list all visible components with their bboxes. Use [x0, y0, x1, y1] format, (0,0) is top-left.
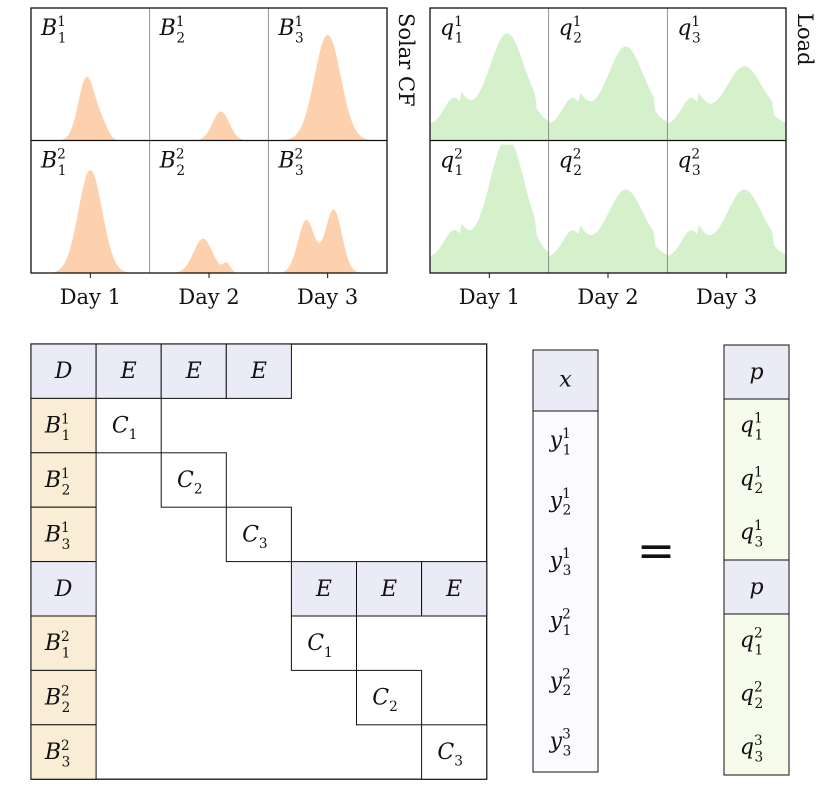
matrix-cell-label: E [185, 359, 202, 384]
equals-sign: = [637, 523, 676, 577]
load_panel-side-label: Load [793, 13, 817, 66]
vector-x-body [532, 410, 599, 773]
equals-glyph: = [637, 523, 676, 577]
solar_panel-day-label: Day 3 [297, 285, 358, 309]
matrix-cell-b [30, 669, 97, 726]
solar_panel-side-label: Solar CF [394, 13, 418, 107]
matrix-cell-b [30, 724, 97, 780]
matrix-cell-label: C2 [372, 686, 398, 716]
matrix-cell-c [356, 669, 423, 726]
rhs-header-cell [723, 344, 790, 400]
matrix-cell-header [356, 561, 423, 617]
matrix-cell-label: D [54, 359, 73, 384]
load_panel-day-label: Day 3 [696, 285, 757, 309]
matrix-cell-label: C3 [242, 522, 268, 552]
rhs-header-label: p [749, 575, 763, 600]
matrix-cell-label: C1 [112, 414, 138, 444]
load_panel-profile-1-3 [667, 66, 786, 141]
solar_panel-day-label: Day 2 [178, 285, 239, 309]
solar_panel-profile-2-1 [31, 169, 150, 273]
matrix-cell-header [225, 343, 292, 399]
matrix-cell-header [290, 561, 357, 617]
rhs-body-cell [723, 398, 790, 561]
solar_panel-day-label: Day 1 [60, 285, 121, 309]
matrix-cell-b [30, 397, 97, 454]
rhs-header-cell [723, 559, 790, 615]
matrix-cell-label: C2 [177, 468, 203, 498]
matrix-cell-b [30, 506, 97, 563]
matrix-cell-c [421, 724, 488, 780]
load_panel-day-label: Day 2 [577, 285, 638, 309]
matrix-cell-b [30, 615, 97, 671]
matrix-cell-label: C3 [437, 740, 463, 770]
matrix-cell-label: C1 [307, 631, 333, 661]
matrix-cell-label: D [54, 577, 73, 602]
rhs-body-cell [723, 613, 790, 776]
load_panel-profile-2-3 [667, 189, 786, 273]
matrix-cell-header [30, 561, 97, 617]
solar_panel-profile-1-3 [268, 34, 387, 141]
load_panel-profile-1-2 [548, 46, 668, 141]
load_panel-day-label: Day 1 [459, 285, 520, 309]
matrix-cell-label: E [380, 577, 397, 602]
load_panel-profile-2-1 [430, 144, 549, 273]
solar_panel-profile-2-3 [268, 209, 387, 273]
matrix-cell-label: E [315, 577, 332, 602]
rhs-header-label: p [749, 360, 763, 385]
matrix-cell-label: E [250, 359, 267, 384]
matrix-cell-c [160, 452, 227, 508]
solar_panel-profile-1-1 [31, 76, 150, 141]
solar_panel-profile-1-2 [149, 111, 269, 141]
matrix-cell-header [421, 561, 488, 617]
matrix-cell-c [290, 615, 357, 671]
solar_panel-profile-2-2 [149, 238, 269, 273]
vector-x-header [532, 349, 599, 412]
matrix-cell-c [225, 506, 292, 563]
matrix-cell-label: E [120, 359, 137, 384]
matrix-cell-c [95, 397, 162, 454]
load_panel-profile-2-2 [548, 189, 668, 273]
matrix-cell-label: E [445, 577, 462, 602]
vector-x-header-label: x [559, 368, 572, 393]
load_panel-profile-1-1 [430, 33, 549, 141]
matrix-cell-b [30, 452, 97, 508]
